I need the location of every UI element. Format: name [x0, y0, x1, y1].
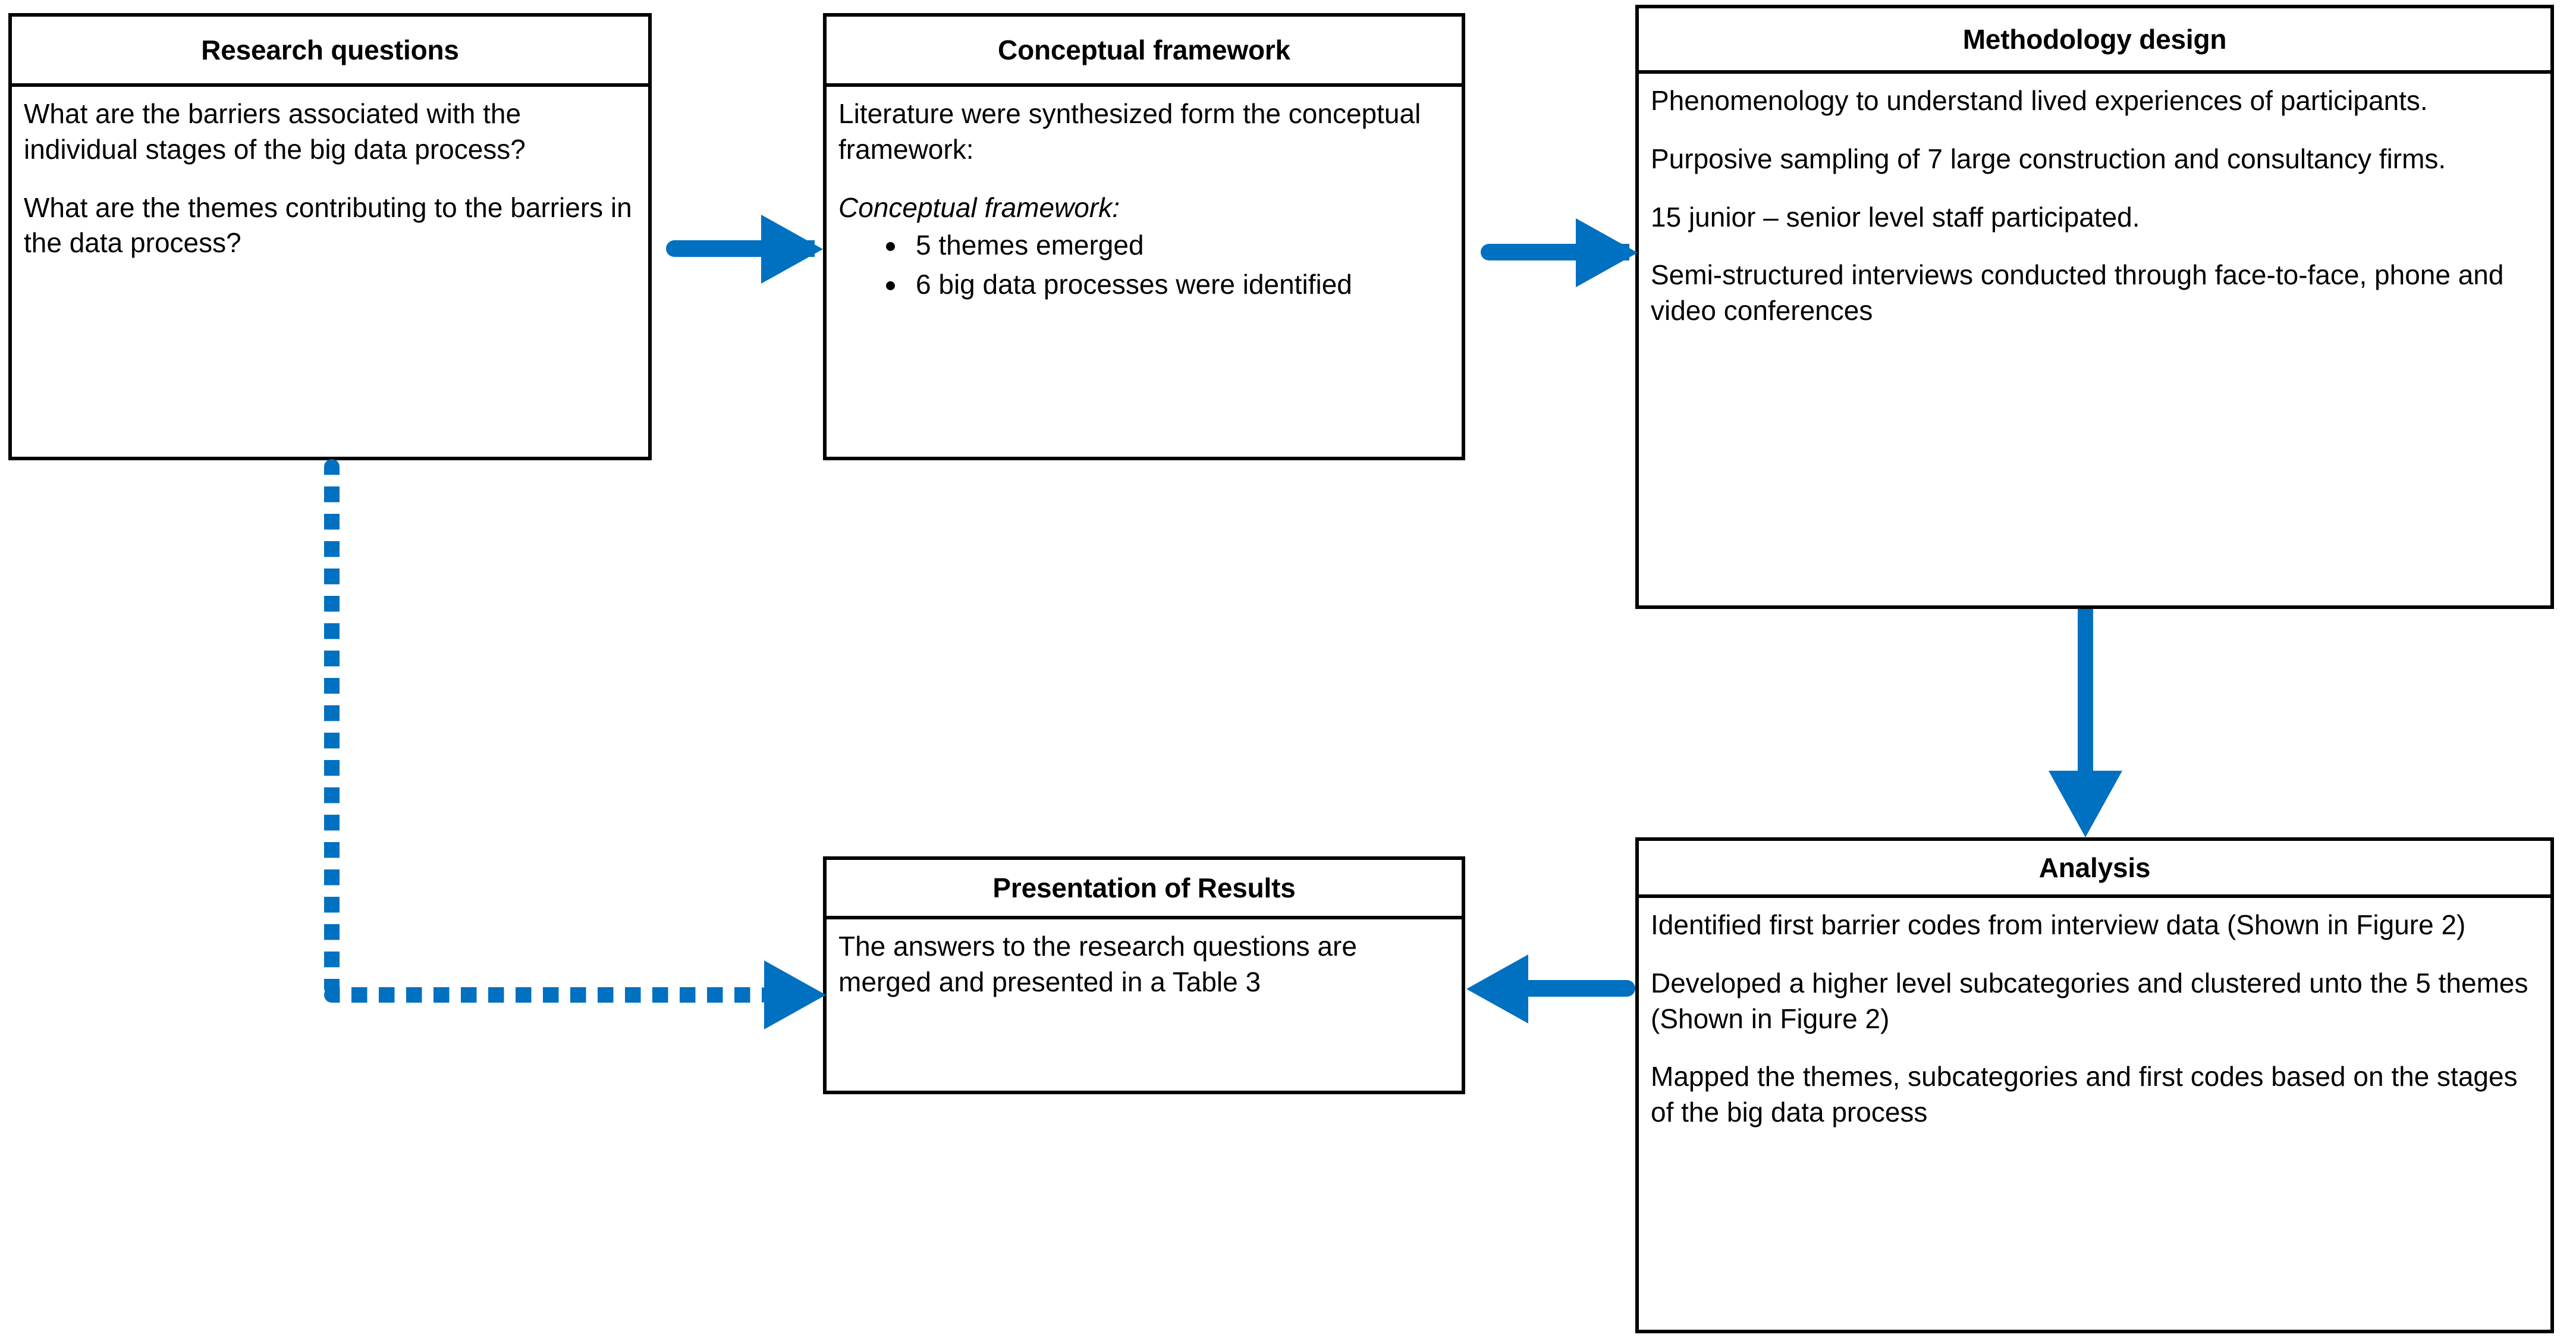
node-body-presentation-results: The answers to the research questions ar…: [827, 919, 1462, 1091]
node-body-research-questions: What are the barriers associated with th…: [12, 87, 648, 457]
node-research-questions[interactable]: Research questions What are the barriers…: [8, 13, 652, 460]
presentation-results-point-1: The answers to the research questions ar…: [838, 931, 1357, 997]
methodology-point-3: 15 junior – senior level staff participa…: [1651, 201, 2140, 233]
node-conceptual-framework[interactable]: Conceptual framework Literature were syn…: [823, 13, 1465, 460]
arrow-shaft: [1528, 980, 1635, 997]
arrow-shaft: [2078, 609, 2093, 793]
conceptual-framework-bullet-list: 5 themes emerged 6 big data processes we…: [838, 228, 1450, 303]
node-title-analysis: Analysis: [2038, 852, 2151, 883]
analysis-point-1: Identified first barrier codes from inte…: [1651, 909, 2466, 940]
node-title-research-questions: Research questions: [201, 34, 459, 65]
node-analysis[interactable]: Analysis Identified first barrier codes …: [1635, 837, 2554, 1333]
methodology-point-1: Phenomenology to understand lived experi…: [1651, 85, 2428, 116]
conceptual-framework-subheading: Conceptual framework:: [838, 191, 1120, 223]
arrowhead-right-icon: [761, 215, 823, 284]
research-question-2: What are the themes contributing to the …: [24, 191, 632, 259]
arrowhead-left-icon: [1466, 954, 1528, 1023]
node-methodology-design[interactable]: Methodology design Phenomenology to unde…: [1635, 5, 2554, 609]
research-question-1: What are the barriers associated with th…: [24, 98, 526, 165]
dashed-arrow-horizontal-segment: [324, 987, 769, 1003]
methodology-point-2: Purposive sampling of 7 large constructi…: [1651, 143, 2446, 174]
node-title-presentation-results: Presentation of Results: [992, 872, 1296, 903]
node-header-presentation-results: Presentation of Results: [827, 860, 1462, 919]
conceptual-framework-intro: Literature were synthesized form the con…: [838, 98, 1421, 165]
arrowhead-down-icon: [2049, 771, 2122, 837]
list-item: 5 themes emerged: [882, 228, 1450, 263]
methodology-point-4: Semi-structured interviews conducted thr…: [1651, 259, 2504, 326]
node-header-conceptual-framework: Conceptual framework: [827, 17, 1462, 87]
arrowhead-right-icon: [764, 960, 826, 1029]
analysis-point-2: Developed a higher level subcategories a…: [1651, 967, 2528, 1034]
analysis-point-3: Mapped the themes, subcategories and fir…: [1651, 1061, 2518, 1128]
node-header-analysis: Analysis: [1639, 841, 2550, 898]
node-title-conceptual-framework: Conceptual framework: [998, 34, 1290, 65]
node-body-analysis: Identified first barrier codes from inte…: [1639, 898, 2550, 1330]
node-header-methodology-design: Methodology design: [1639, 8, 2550, 74]
node-body-conceptual-framework: Literature were synthesized form the con…: [827, 87, 1462, 457]
node-title-methodology-design: Methodology design: [1962, 23, 2227, 55]
arrowhead-right-icon: [1576, 218, 1638, 287]
node-header-research-questions: Research questions: [12, 17, 648, 87]
node-presentation-results[interactable]: Presentation of Results The answers to t…: [823, 856, 1465, 1094]
dashed-arrow-vertical-segment: [324, 459, 340, 996]
node-body-methodology-design: Phenomenology to understand lived experi…: [1639, 74, 2550, 605]
list-item: 6 big data processes were identified: [882, 267, 1450, 303]
